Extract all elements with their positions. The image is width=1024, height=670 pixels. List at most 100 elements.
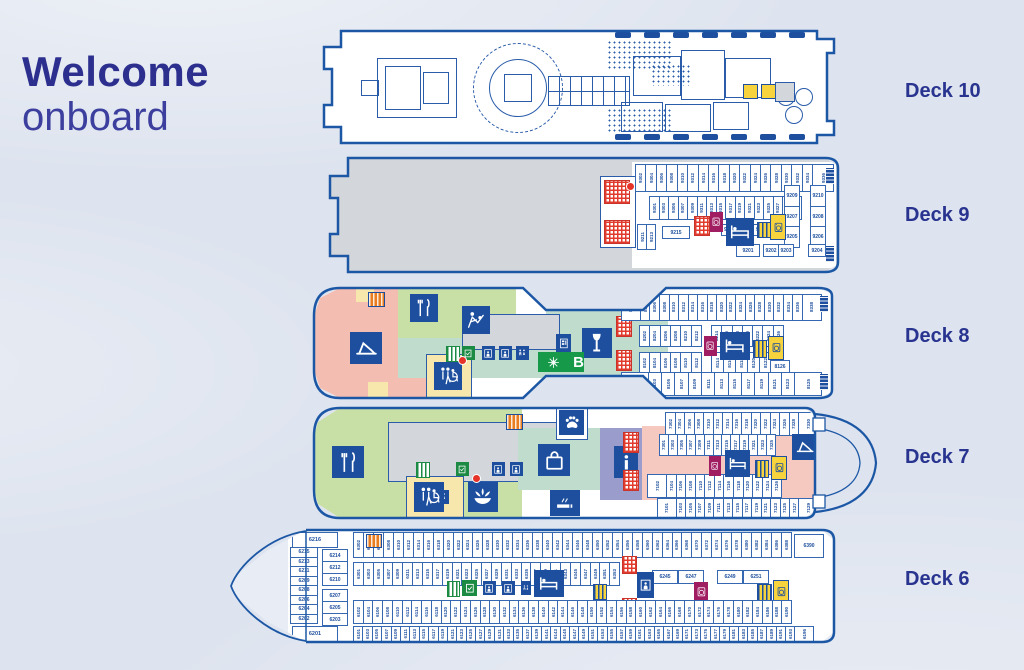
gangway-grid (548, 76, 630, 106)
deck-seating (644, 134, 660, 140)
cabin-label: 6201 (292, 626, 338, 642)
laundry-yellow-icon (770, 214, 786, 240)
brand-b-lounge-badge: B (538, 352, 584, 372)
wc-icon (521, 581, 531, 595)
smoking-area-icon (550, 490, 580, 516)
funnel-inner (385, 66, 421, 110)
cabin-8112: 8112 (690, 352, 702, 374)
highlight-box-yellow (761, 84, 776, 99)
shop-icon (538, 444, 570, 476)
mooring-deck-icon (826, 246, 834, 262)
deck-7-label: Deck 7 (905, 446, 970, 468)
cabin-6202: 6202 (290, 613, 318, 624)
cabin-6190: 6190 (781, 600, 793, 624)
cabin-8119: 8119 (754, 372, 769, 396)
deck-seating (615, 134, 631, 140)
cabin-6195: 6195 (794, 626, 814, 642)
deck-seating (644, 32, 660, 38)
deck-seating (731, 32, 747, 38)
deck-seating (673, 134, 689, 140)
cabin-8121: 8121 (767, 372, 782, 396)
spa-icon (468, 482, 498, 512)
deck-9-label: Deck 9 (905, 204, 970, 226)
elevator-icon (510, 462, 523, 476)
stairs-yellow-icon (753, 340, 767, 358)
mooring-deck-icon (826, 168, 834, 184)
cabin-8101: 8101 (621, 372, 649, 396)
cabin-8113: 8113 (714, 372, 729, 396)
title-line1: Welcome (22, 48, 210, 95)
elevator-lobby-icon (637, 572, 654, 598)
restaurant-icon (332, 446, 364, 478)
cabin-6203: 6203 (322, 613, 348, 626)
cabin-6210: 6210 (322, 573, 348, 586)
cabin-8125: 8125 (794, 372, 822, 396)
deck-seating (615, 32, 631, 38)
stairs-yellow-icon (755, 460, 769, 478)
laundry-magenta-icon (709, 456, 721, 476)
stairs-icon (604, 220, 630, 244)
cabin-9207: 9207 (784, 205, 800, 228)
laundry-magenta-icon (710, 212, 723, 232)
cabin-8117: 8117 (740, 372, 756, 396)
stairs-icon (623, 432, 639, 453)
deck-seating (673, 32, 689, 38)
funnel-inner2 (423, 72, 449, 104)
elevator-icon (499, 346, 512, 360)
recycling-icon (456, 462, 469, 476)
pool-square (504, 74, 532, 102)
stairs-yellow-icon (593, 584, 607, 600)
stairs-green-icon (416, 462, 430, 478)
stairs-yellow-icon (757, 222, 771, 238)
vent-box (361, 80, 379, 96)
pale-yellow-zone (368, 382, 388, 398)
stairs-icon (616, 350, 632, 371)
mooring-deck-icon (820, 374, 828, 390)
location-marker (458, 356, 467, 365)
gray-room (775, 82, 795, 102)
venue-room (713, 102, 749, 130)
cabin-8107: 8107 (674, 372, 689, 396)
stairs-orange-icon (368, 292, 385, 307)
location-marker (472, 474, 481, 483)
bed-cabin-icon (726, 218, 754, 246)
stairs-green-icon (447, 581, 460, 597)
cabin-8111: 8111 (701, 372, 716, 396)
cabin-8338: 8338 (801, 294, 822, 321)
elevator-icon (492, 462, 505, 476)
deck-10-label: Deck 10 (905, 80, 981, 102)
deck-6-label: Deck 6 (905, 568, 970, 590)
cabin-8115: 8115 (727, 372, 742, 396)
cabin-label: 9203 (778, 244, 794, 257)
accessible-family-wc-icon (414, 482, 444, 512)
cabin-9213: 9213 (646, 224, 656, 250)
laundry-yellow-icon (771, 456, 787, 480)
bed-cabin-icon (725, 450, 750, 477)
cabin-7330: 7330 (798, 412, 815, 436)
cabin-7325: 7325 (766, 434, 776, 456)
stairs-icon (622, 556, 637, 574)
cabin-label: 6216 (292, 532, 338, 548)
deck-seating (789, 32, 805, 38)
round-table (785, 106, 803, 124)
cabin-label: 9215 (662, 226, 690, 239)
vending-icon (556, 334, 571, 353)
buffet-seating-dots (607, 108, 673, 134)
bed-cabin-icon (534, 570, 564, 597)
highlight-box-yellow (743, 84, 758, 99)
stairs-orange-icon (506, 414, 523, 430)
dog-kennel-icon (559, 410, 584, 435)
location-marker (626, 182, 635, 191)
